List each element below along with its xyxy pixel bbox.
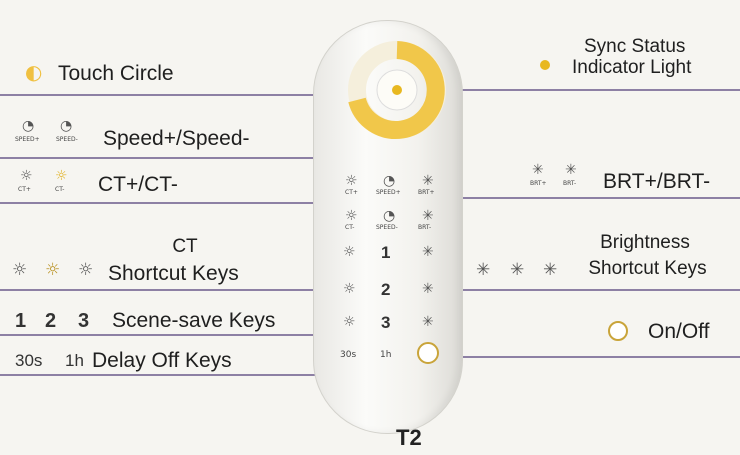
brightness-shortcut-icon-3: ✳ xyxy=(543,260,558,280)
ct-plus-icon-label: CT+ xyxy=(18,186,31,193)
speed-plus-icon-label: SPEED+ xyxy=(15,136,40,143)
delay-1h-key[interactable]: 1h xyxy=(380,350,392,360)
sync-indicator-icon xyxy=(540,60,550,70)
ct-minus-icon-label: CT- xyxy=(55,186,65,193)
ct-minus-icon: ☼ xyxy=(55,168,68,184)
brightness-shortcut-key-1-icon[interactable]: ✳ xyxy=(422,244,434,260)
delay-30s-key[interactable]: 30s xyxy=(340,350,357,360)
on-off-key-icon[interactable] xyxy=(417,342,439,364)
touch-circle-icon: ◐ xyxy=(25,60,43,84)
ct-shortcut-label-line2: Shortcut Keys xyxy=(108,262,239,285)
brt-minus-icon: ✳ xyxy=(565,162,577,178)
speed-plus-icon: ◔ xyxy=(22,118,35,134)
ct-shortcut-key-1-icon[interactable]: ☼ xyxy=(343,244,356,260)
model-name: T2 xyxy=(396,425,422,450)
brightness-shortcut-label-line2: Shortcut Keys xyxy=(588,258,707,279)
speed-plus-key-label: SPEED+ xyxy=(376,189,401,196)
brt-minus-key-label: BRT- xyxy=(418,224,432,231)
delay-1h-icon: 1h xyxy=(65,351,84,370)
scene-key-3[interactable]: 3 xyxy=(381,313,391,332)
scene-icon-3: 3 xyxy=(78,310,90,332)
ct-minus-key-icon[interactable]: ☼ xyxy=(345,208,358,224)
speed-minus-icon-label: SPEED- xyxy=(56,136,78,143)
ct-plus-icon: ☼ xyxy=(20,168,33,184)
ct-shortcut-label-line1: CT xyxy=(172,236,198,257)
speed-minus-key-label: SPEED- xyxy=(376,224,398,231)
speed-label: Speed+/Speed- xyxy=(103,127,250,150)
sync-indicator-light xyxy=(392,85,402,95)
scene-key-1[interactable]: 1 xyxy=(381,243,391,262)
ct-plus-key-icon[interactable]: ☼ xyxy=(345,173,358,189)
delay-30s-icon: 30s xyxy=(15,351,43,370)
ct-minus-key-label: CT- xyxy=(345,224,355,231)
ct-shortcut-icon-1: ☼ xyxy=(12,260,28,280)
brightness-shortcut-icon-1: ✳ xyxy=(476,260,491,280)
brt-minus-icon-label: BRT- xyxy=(563,180,577,187)
brt-label: BRT+/BRT- xyxy=(603,170,711,193)
brt-minus-key-icon[interactable]: ✳ xyxy=(422,208,434,224)
brt-plus-icon-label: BRT+ xyxy=(530,180,547,187)
brt-plus-key-icon[interactable]: ✳ xyxy=(422,173,434,189)
speed-minus-key-icon[interactable]: ◔ xyxy=(383,208,396,224)
scene-key-2[interactable]: 2 xyxy=(381,280,391,299)
ct-shortcut-icon-2: ☼ xyxy=(45,260,61,280)
ct-shortcut-icon-3: ☼ xyxy=(78,260,94,280)
brightness-shortcut-icon-2: ✳ xyxy=(510,260,525,280)
brightness-shortcut-key-3-icon[interactable]: ✳ xyxy=(422,314,434,330)
brightness-shortcut-key-2-icon[interactable]: ✳ xyxy=(422,281,434,297)
touch-circle-ring xyxy=(348,41,446,139)
ct-label: CT+/CT- xyxy=(98,173,178,196)
scene-icon-2: 2 xyxy=(45,310,57,332)
scene-icon-1: 1 xyxy=(15,310,27,332)
ct-plus-key-label: CT+ xyxy=(345,189,358,196)
delay-off-label: Delay Off Keys xyxy=(92,349,232,372)
brightness-shortcut-label-line1: Brightness xyxy=(600,232,690,253)
sync-status-label-line1: Sync Status xyxy=(584,36,686,57)
speed-minus-icon: ◔ xyxy=(60,118,73,134)
scene-save-label: Scene-save Keys xyxy=(112,309,276,332)
ct-shortcut-key-3-icon[interactable]: ☼ xyxy=(343,314,356,330)
on-off-icon xyxy=(608,321,628,341)
brt-plus-icon: ✳ xyxy=(532,162,544,178)
ct-shortcut-key-2-icon[interactable]: ☼ xyxy=(343,281,356,297)
sync-status-label-line2: Indicator Light xyxy=(572,57,692,78)
brt-plus-key-label: BRT+ xyxy=(418,189,435,196)
touch-circle-label: Touch Circle xyxy=(58,62,174,85)
speed-plus-key-icon[interactable]: ◔ xyxy=(383,173,396,189)
on-off-label: On/Off xyxy=(648,320,710,343)
